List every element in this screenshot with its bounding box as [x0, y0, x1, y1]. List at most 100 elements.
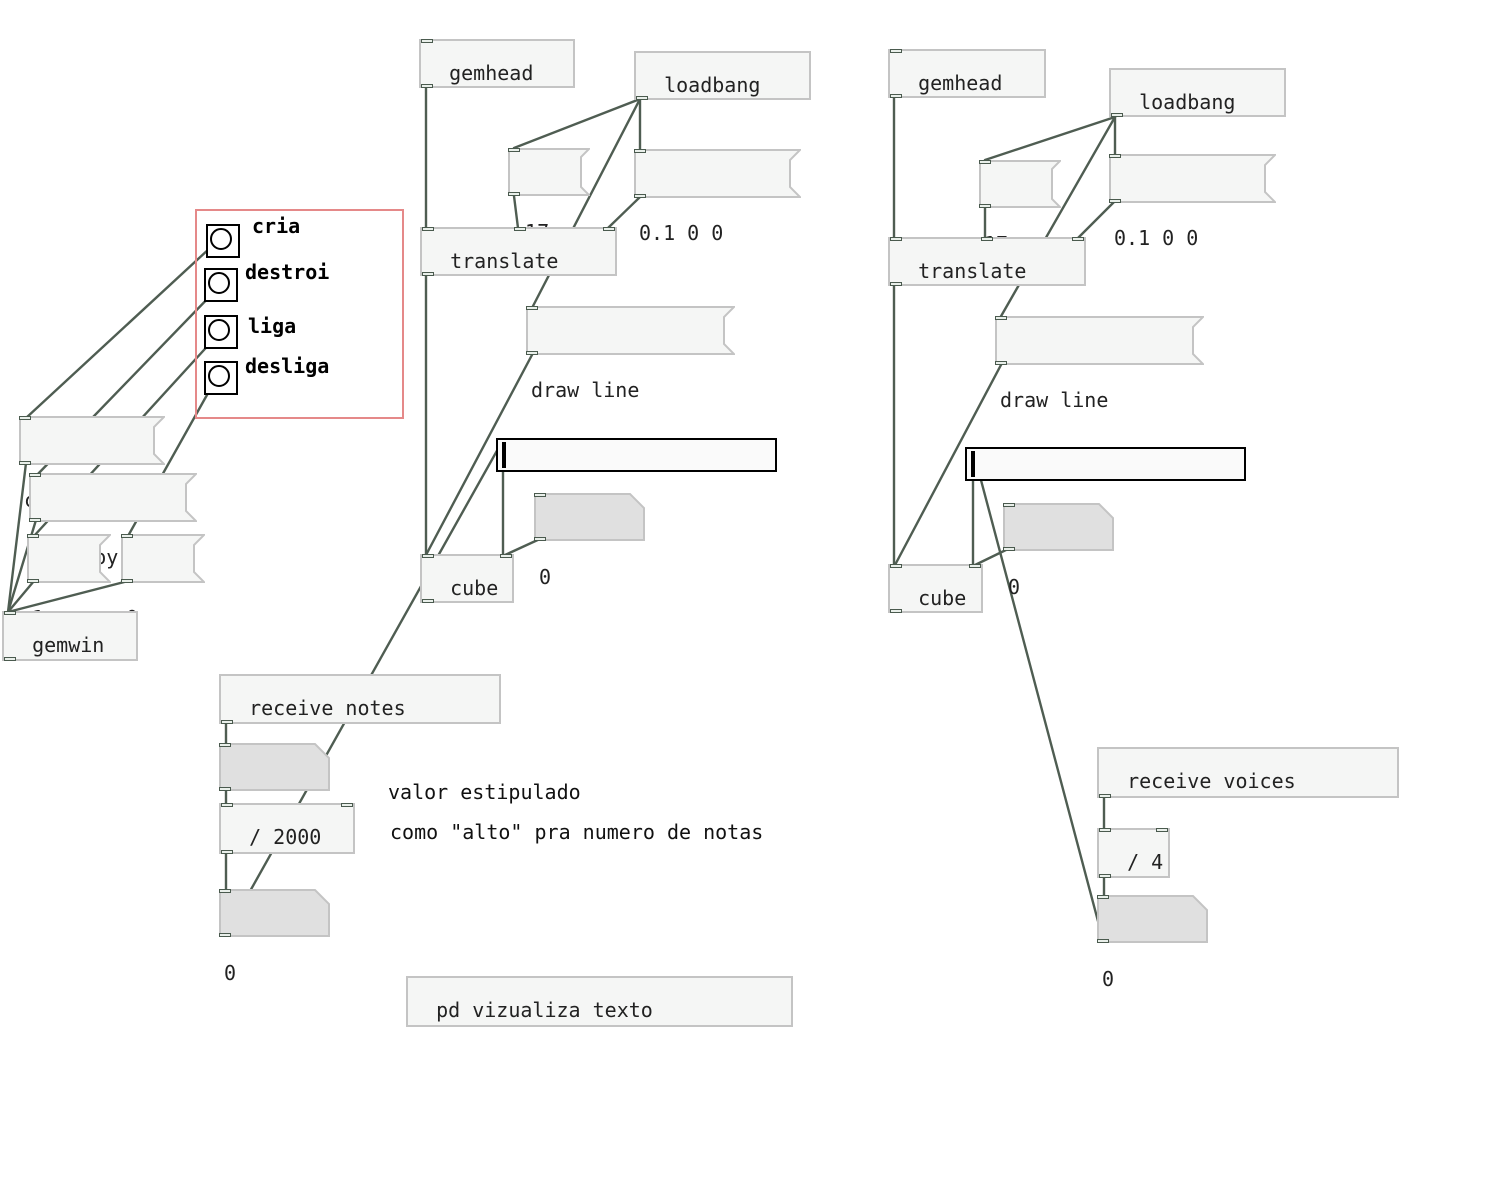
outlet[interactable] [634, 194, 646, 198]
notes-scaled-number-box[interactable]: 0 [219, 889, 330, 983]
inlet[interactable] [421, 39, 433, 43]
color-message-left[interactable]: 0.1 0 0 [634, 149, 801, 243]
receive-notes-object[interactable]: receive notes [219, 674, 501, 724]
outlet[interactable] [636, 96, 648, 100]
inlet[interactable] [508, 148, 520, 152]
inlet[interactable] [1097, 895, 1109, 899]
inlet[interactable] [19, 416, 31, 420]
outlet[interactable] [979, 204, 991, 208]
inlet[interactable] [969, 564, 981, 568]
bang-liga[interactable] [204, 315, 238, 349]
inlet[interactable] [979, 160, 991, 164]
inlet[interactable] [1072, 237, 1084, 241]
outlet[interactable] [995, 361, 1007, 365]
outlet[interactable] [1099, 874, 1111, 878]
outlet[interactable] [526, 351, 538, 355]
outlet[interactable] [1111, 113, 1123, 117]
notes-number-box[interactable]: 0 [219, 743, 330, 837]
outlet[interactable] [221, 720, 233, 724]
bang-destroi[interactable] [204, 268, 238, 302]
draw-line-message-right[interactable]: draw line [995, 316, 1204, 410]
on-message[interactable]: 1 [27, 534, 111, 628]
outlet[interactable] [890, 282, 902, 286]
inlet[interactable] [121, 534, 133, 538]
gemhead-object-left[interactable]: gemhead [419, 39, 575, 88]
off-message[interactable]: 0 [121, 534, 205, 628]
draw-line-message-left[interactable]: draw line [526, 306, 735, 400]
inlet[interactable] [526, 306, 538, 310]
label-destroi: destroi [245, 260, 330, 284]
outlet[interactable] [1099, 794, 1111, 798]
translate-y-message-right[interactable]: 17 [979, 160, 1061, 254]
translate-object-right[interactable]: translate [888, 237, 1086, 286]
inlet[interactable] [500, 554, 512, 558]
inlet[interactable] [4, 611, 16, 615]
destroy-message[interactable]: destroy [29, 473, 197, 567]
loadbang-object-left[interactable]: loadbang [634, 51, 811, 100]
slider-knob[interactable] [502, 442, 506, 468]
inlet[interactable] [29, 473, 41, 477]
inlet[interactable] [341, 803, 353, 807]
inlet[interactable] [995, 316, 1007, 320]
outlet[interactable] [121, 579, 133, 583]
outlet[interactable] [1109, 199, 1121, 203]
outlet[interactable] [534, 537, 546, 541]
outlet[interactable] [219, 787, 231, 791]
inlet[interactable] [1099, 828, 1111, 832]
outlet[interactable] [890, 94, 902, 98]
voices-number-box[interactable]: 0 [1097, 895, 1208, 989]
subpatch-vizualiza-texto[interactable]: pd vizualiza texto [406, 976, 793, 1027]
size-number-box-left[interactable]: 0 [534, 493, 645, 587]
create-message[interactable]: create [19, 416, 165, 510]
slider-knob[interactable] [971, 451, 975, 477]
outlet[interactable] [219, 933, 231, 937]
inlet[interactable] [534, 493, 546, 497]
inlet[interactable] [634, 149, 646, 153]
inlet[interactable] [514, 227, 526, 231]
loadbang-object-right[interactable]: loadbang [1109, 68, 1286, 117]
inlet[interactable] [422, 227, 434, 231]
outlet[interactable] [19, 461, 31, 465]
inlet[interactable] [603, 227, 615, 231]
divide-4-object[interactable]: / 4 [1097, 828, 1170, 878]
inlet[interactable] [422, 554, 434, 558]
inlet[interactable] [890, 237, 902, 241]
gemhead-object-right[interactable]: gemhead [888, 49, 1046, 98]
horizontal-slider-left[interactable] [496, 438, 777, 472]
outlet[interactable] [29, 518, 41, 522]
bang-cria[interactable] [206, 224, 240, 258]
outlet[interactable] [1097, 939, 1109, 943]
outlet[interactable] [890, 609, 902, 613]
inlet[interactable] [219, 743, 231, 747]
translate-y-message-left[interactable]: -17 [508, 148, 590, 242]
comment-line-2: como "alto" pra numero de notas [390, 820, 764, 844]
inlet[interactable] [1109, 154, 1121, 158]
gemwin-object[interactable]: gemwin [2, 611, 138, 661]
cube-object-right[interactable]: cube [888, 564, 983, 613]
divide-2000-object[interactable]: / 2000 [219, 803, 355, 854]
outlet[interactable] [508, 192, 520, 196]
inlet[interactable] [221, 803, 233, 807]
size-number-box-right[interactable]: 0 [1003, 503, 1114, 597]
outlet[interactable] [421, 84, 433, 88]
inlet[interactable] [890, 49, 902, 53]
inlet[interactable] [219, 889, 231, 893]
inlet[interactable] [1156, 828, 1168, 832]
inlet[interactable] [27, 534, 39, 538]
cube-label: cube [918, 586, 967, 610]
outlet[interactable] [1003, 547, 1015, 551]
translate-object-left[interactable]: translate [420, 227, 617, 276]
outlet[interactable] [422, 599, 434, 603]
inlet[interactable] [981, 237, 993, 241]
color-message-right[interactable]: 0.1 0 0 [1109, 154, 1276, 248]
inlet[interactable] [1003, 503, 1015, 507]
bang-desliga[interactable] [204, 361, 238, 395]
outlet[interactable] [221, 850, 233, 854]
cube-object-left[interactable]: cube [420, 554, 514, 603]
inlet[interactable] [890, 564, 902, 568]
outlet[interactable] [4, 657, 16, 661]
outlet[interactable] [27, 579, 39, 583]
outlet[interactable] [422, 272, 434, 276]
receive-voices-object[interactable]: receive voices [1097, 747, 1399, 798]
horizontal-slider-right[interactable] [965, 447, 1246, 481]
